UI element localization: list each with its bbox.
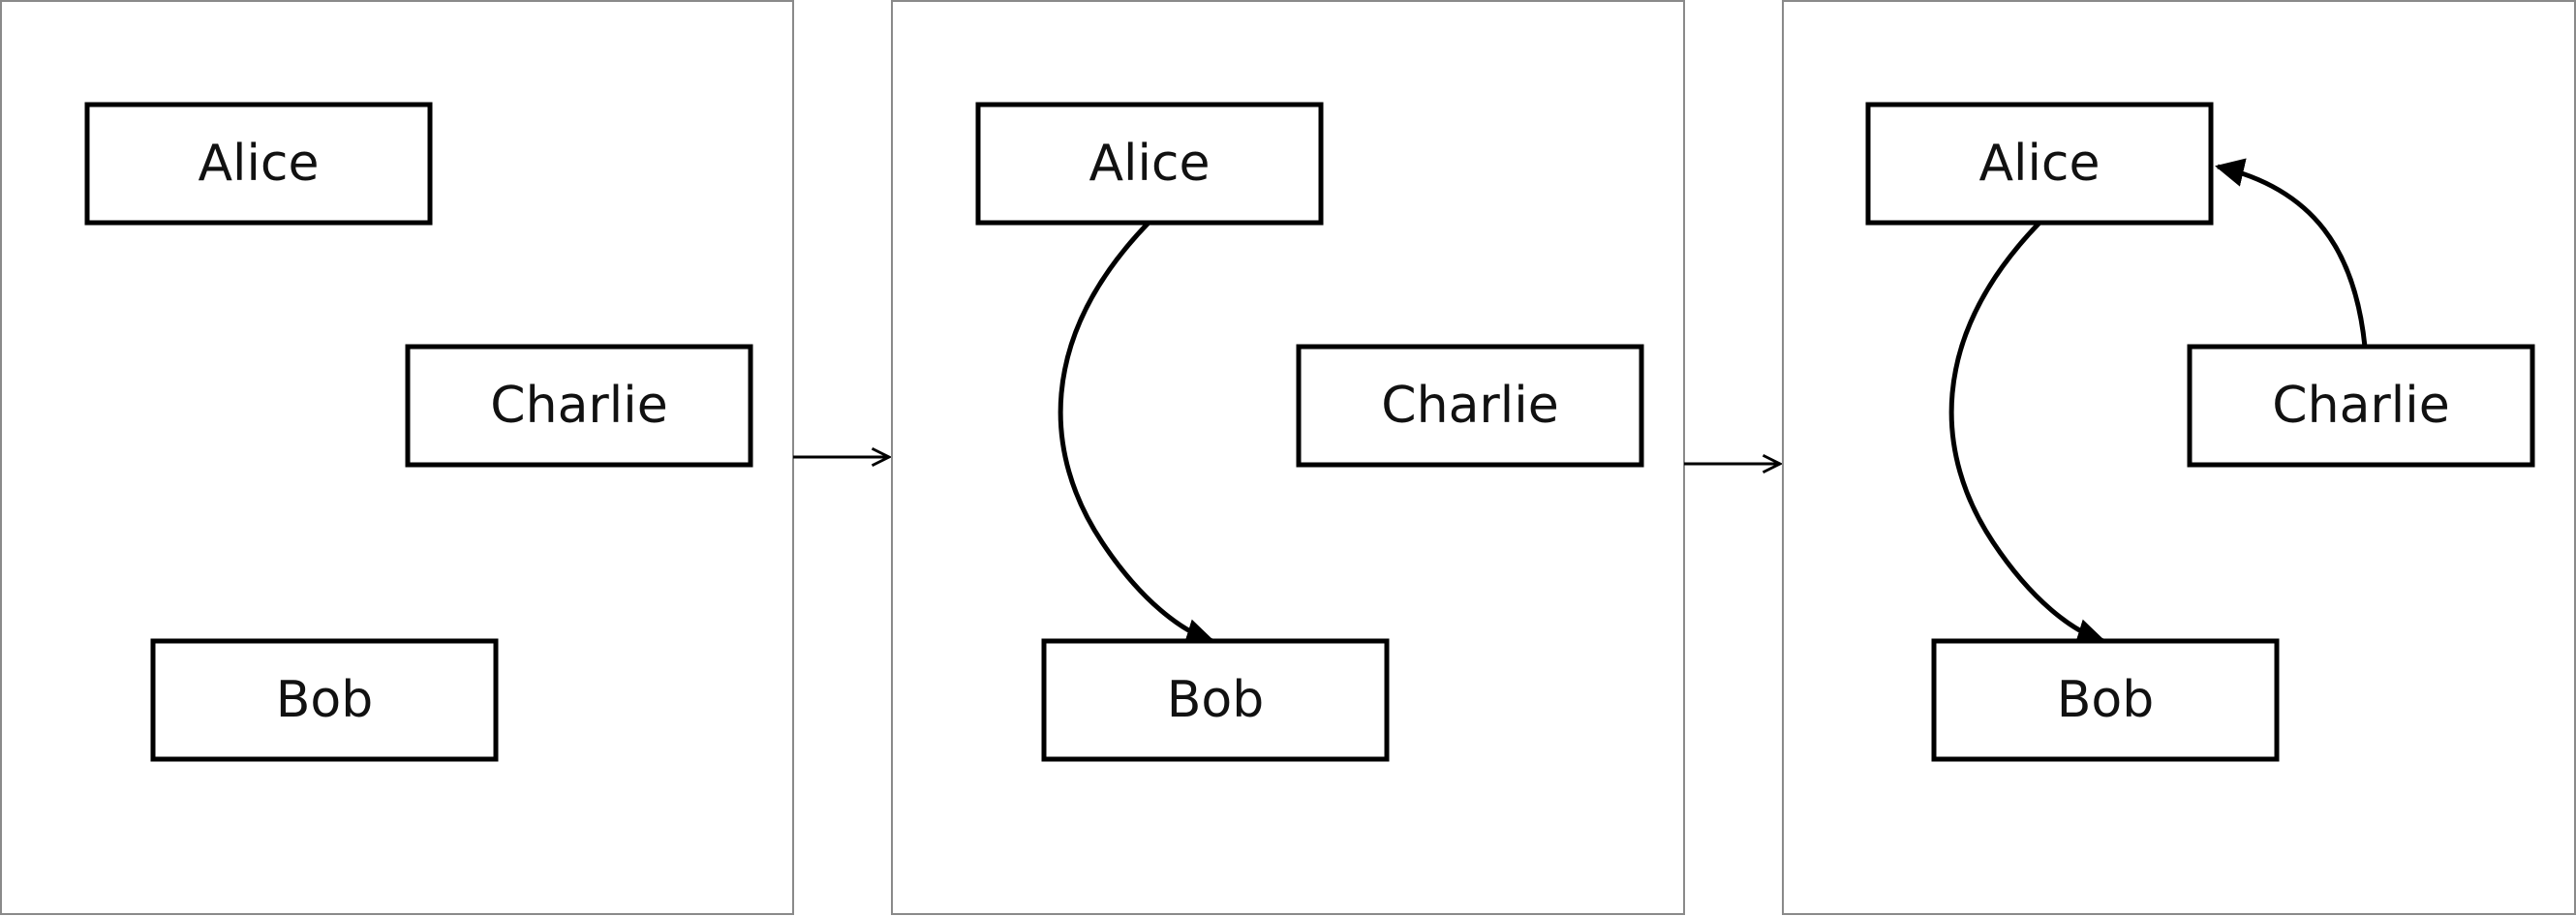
node-bob-box xyxy=(150,638,499,762)
node-bob-label: Bob xyxy=(1167,671,1265,729)
node-alice-box xyxy=(1865,102,2214,226)
node-alice-box xyxy=(84,102,433,226)
node-charlie-label: Charlie xyxy=(1381,377,1558,435)
edge-alice-to-bob xyxy=(1948,221,2106,648)
node-bob-box xyxy=(1931,638,2280,762)
node-charlie: Charlie xyxy=(2187,344,2535,468)
node-charlie: Charlie xyxy=(405,344,753,468)
node-charlie: Charlie xyxy=(1296,344,1644,468)
node-charlie-label: Charlie xyxy=(2272,377,2449,435)
node-alice-label: Alice xyxy=(1089,135,1210,193)
node-bob: Bob xyxy=(1041,638,1390,762)
panel-1: Alice Charlie Bob xyxy=(0,0,794,915)
node-bob-box xyxy=(1041,638,1390,762)
panel-2: Alice Charlie Bob xyxy=(891,0,1685,915)
node-alice: Alice xyxy=(975,102,1324,226)
node-charlie-box xyxy=(2187,344,2535,468)
node-charlie-box xyxy=(405,344,753,468)
node-alice-label: Alice xyxy=(1978,135,2100,193)
node-alice: Alice xyxy=(84,102,433,226)
node-alice-label: Alice xyxy=(198,135,319,193)
node-bob-label: Bob xyxy=(276,671,374,729)
edge-charlie-to-alice xyxy=(2215,158,2368,348)
node-charlie-label: Charlie xyxy=(490,377,667,435)
edge-alice-to-bob xyxy=(1058,221,1215,648)
node-bob: Bob xyxy=(150,638,499,762)
node-bob: Bob xyxy=(1931,638,2280,762)
node-charlie-box xyxy=(1296,344,1644,468)
panel-3: Alice Charlie Bob xyxy=(1782,0,2576,915)
node-alice: Alice xyxy=(1865,102,2214,226)
node-bob-label: Bob xyxy=(2057,671,2155,729)
node-alice-box xyxy=(975,102,1324,226)
